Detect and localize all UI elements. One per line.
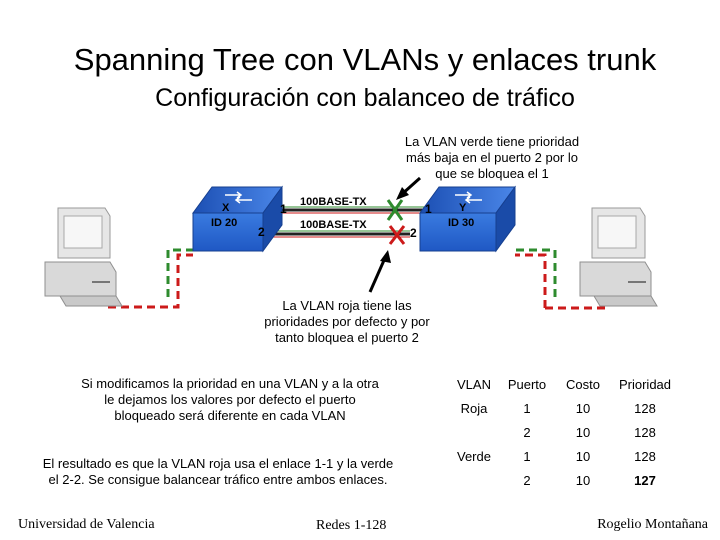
table-cell: 128 [634, 424, 656, 440]
explanation-paragraph-1: Si modificamos la prioridad en una VLAN … [81, 376, 379, 423]
table-cell [446, 420, 502, 444]
green-vlan-note: La VLAN verde tiene prioridad más baja e… [404, 134, 580, 181]
table-cell: 1 [523, 448, 531, 464]
computer-left-icon [44, 207, 123, 307]
table-cell: Verde [457, 448, 491, 464]
link-1-label: 100BASE-TX [300, 196, 367, 208]
table-cell: 128 [634, 400, 656, 416]
table-cell: 2 [523, 424, 531, 440]
switch-y-name: Y [459, 202, 467, 214]
table-cell: 2 [523, 472, 531, 488]
footer-page-number: Redes 1-128 [316, 518, 387, 533]
trunk-links [268, 206, 425, 238]
red-access-link-left [108, 253, 193, 309]
port-x-2: 2 [258, 225, 265, 239]
table-cell: 10 [575, 448, 591, 464]
table-cell [446, 468, 502, 492]
port-y-1: 1 [425, 202, 432, 216]
table-header-cell: Puerto [507, 376, 547, 392]
switch-y-icon [419, 185, 516, 253]
port-y-2: 2 [410, 226, 417, 240]
table-cell-modified-priority: 127 [634, 472, 656, 488]
table-row: Verde 1 10 128 [446, 444, 676, 468]
switch-x-id: ID 20 [211, 217, 238, 229]
explanation-paragraph-2: El resultado es que la VLAN roja usa el … [42, 456, 394, 487]
blocked-port-green-icon [386, 199, 404, 221]
pointer-arrow-green-note [396, 176, 422, 200]
computer-right-icon [579, 207, 658, 307]
red-vlan-note: La VLAN roja tiene las prioridades por d… [264, 298, 430, 345]
switch-x-name: X [222, 202, 230, 214]
link-2-label: 100BASE-TX [300, 219, 367, 231]
access-links [108, 248, 610, 310]
table-row: Roja 1 10 128 [446, 396, 676, 420]
switch-x-icon [192, 185, 283, 253]
blocked-port-red-icon [388, 225, 406, 245]
table-header-row: VLAN Puerto Costo Prioridad [446, 372, 676, 396]
port-priority-table: VLAN Puerto Costo Prioridad Roja 1 10 12… [446, 372, 676, 492]
footer-author: Rogelio Montañana [597, 517, 708, 532]
port-x-1: 1 [280, 202, 287, 216]
table-header-cell: Prioridad [618, 376, 672, 392]
footer-university: Universidad de Valencia [18, 517, 155, 532]
page-title: Spanning Tree con VLANs y enlaces trunk [73, 42, 657, 77]
table-cell: 10 [575, 400, 591, 416]
pointer-arrow-red-note [368, 250, 391, 293]
table-cell: Roja [460, 400, 488, 416]
green-access-link-right [515, 248, 557, 297]
table-cell: 1 [523, 400, 531, 416]
red-access-link-right-vert [515, 253, 547, 308]
switch-y-id: ID 30 [448, 217, 475, 229]
table-row: 2 10 127 [446, 468, 676, 492]
table-cell: 10 [575, 424, 591, 440]
table-cell: 10 [575, 472, 591, 488]
page-subtitle: Configuración con balanceo de tráfico [155, 84, 575, 112]
table-row: 2 10 128 [446, 420, 676, 444]
table-header-cell: Costo [566, 376, 600, 392]
table-header-cell: VLAN [457, 376, 491, 392]
green-access-link-left [166, 248, 193, 297]
table-cell: 128 [634, 448, 656, 464]
